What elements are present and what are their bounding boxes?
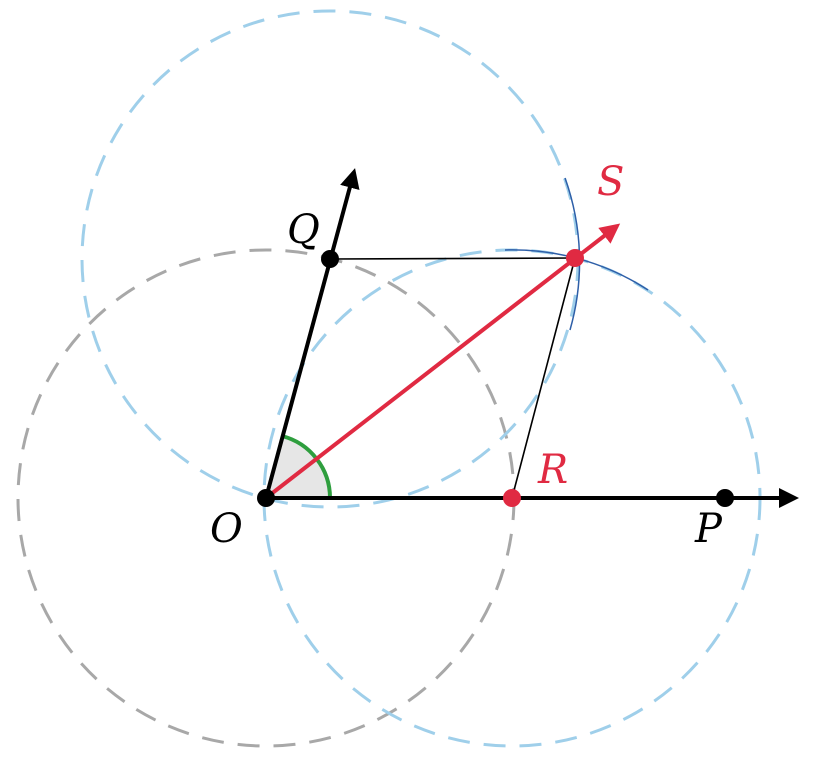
point-s [566,249,584,267]
point-q [321,250,339,268]
segment-rs [511,257,576,499]
point-r [503,489,521,507]
label-s: S [597,159,624,205]
bisector-ray-os [264,223,621,500]
ray-oq [264,168,360,499]
angle-sector [266,436,330,498]
label-p: P [694,506,723,552]
point-p [716,489,734,507]
label-q: Q [287,207,320,253]
label-o: O [210,506,243,552]
segment-qs [329,257,576,260]
point-o [257,489,275,507]
label-r: R [537,447,568,493]
